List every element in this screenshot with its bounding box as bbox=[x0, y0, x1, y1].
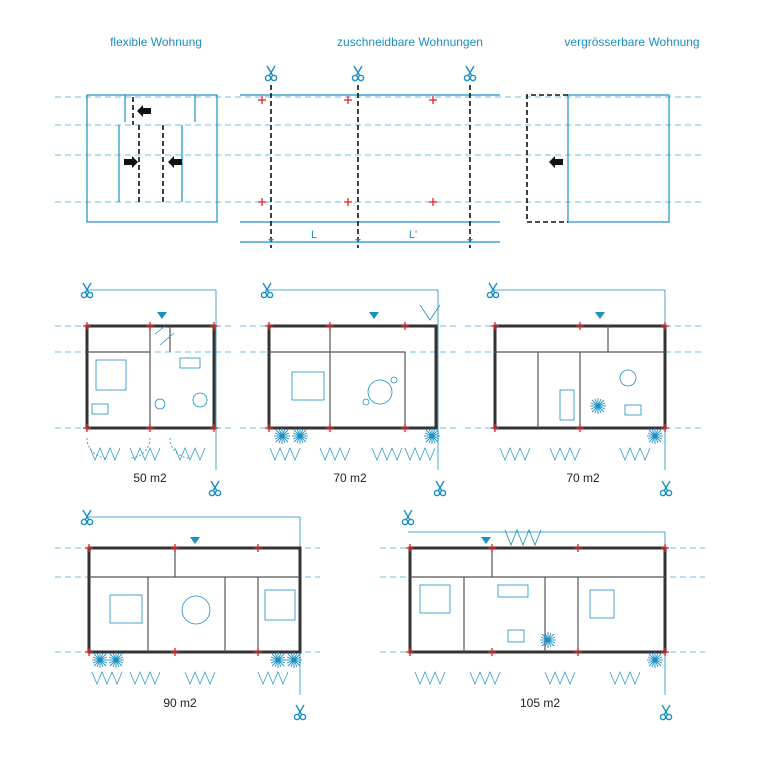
scissors-icon bbox=[433, 480, 447, 497]
area-label-50: 50 m2 bbox=[133, 471, 167, 485]
heading-flexible: flexible Wohnung bbox=[110, 35, 202, 49]
heading-enlarge: vergrösserbare Wohnung bbox=[564, 35, 699, 49]
heading-cut: zuschneidbare Wohnungen bbox=[337, 35, 483, 49]
plan-90: 90 m2 bbox=[55, 509, 320, 721]
cut-plan bbox=[240, 65, 500, 248]
scissors-icon bbox=[463, 65, 477, 82]
scissors-icon bbox=[208, 480, 222, 497]
plan-70a: 70 m2 bbox=[240, 282, 460, 497]
entrance-icon bbox=[481, 537, 491, 544]
dimension-l-prime: L' bbox=[409, 229, 417, 241]
entrance-icon bbox=[369, 312, 379, 319]
arrow-left-icon bbox=[549, 156, 563, 168]
scissors-icon bbox=[264, 65, 278, 82]
entrance-icon bbox=[157, 312, 167, 319]
area-label-90: 90 m2 bbox=[163, 696, 197, 710]
scissors-icon bbox=[401, 509, 415, 526]
arrow-left-icon bbox=[168, 156, 182, 168]
flexible-plan bbox=[86, 94, 218, 223]
area-label-70a: 70 m2 bbox=[333, 471, 367, 485]
enlarge-plan bbox=[526, 94, 670, 223]
area-label-105: 105 m2 bbox=[520, 696, 560, 710]
scissors-icon bbox=[293, 704, 307, 721]
entrance-icon bbox=[190, 537, 200, 544]
top-guide-lines bbox=[55, 96, 705, 203]
entrance-icon bbox=[595, 312, 605, 319]
scissors-icon bbox=[351, 65, 365, 82]
dimension-l: L bbox=[311, 229, 317, 241]
arrow-right-icon bbox=[124, 156, 138, 168]
plan-50: 50 m2 bbox=[55, 282, 235, 497]
arrow-left-icon bbox=[137, 105, 151, 117]
area-label-70b: 70 m2 bbox=[566, 471, 600, 485]
plan-70b: 70 m2 bbox=[465, 282, 705, 497]
scissors-icon bbox=[659, 704, 673, 721]
scissors-icon bbox=[659, 480, 673, 497]
plan-105: 105 m2 bbox=[380, 509, 705, 721]
